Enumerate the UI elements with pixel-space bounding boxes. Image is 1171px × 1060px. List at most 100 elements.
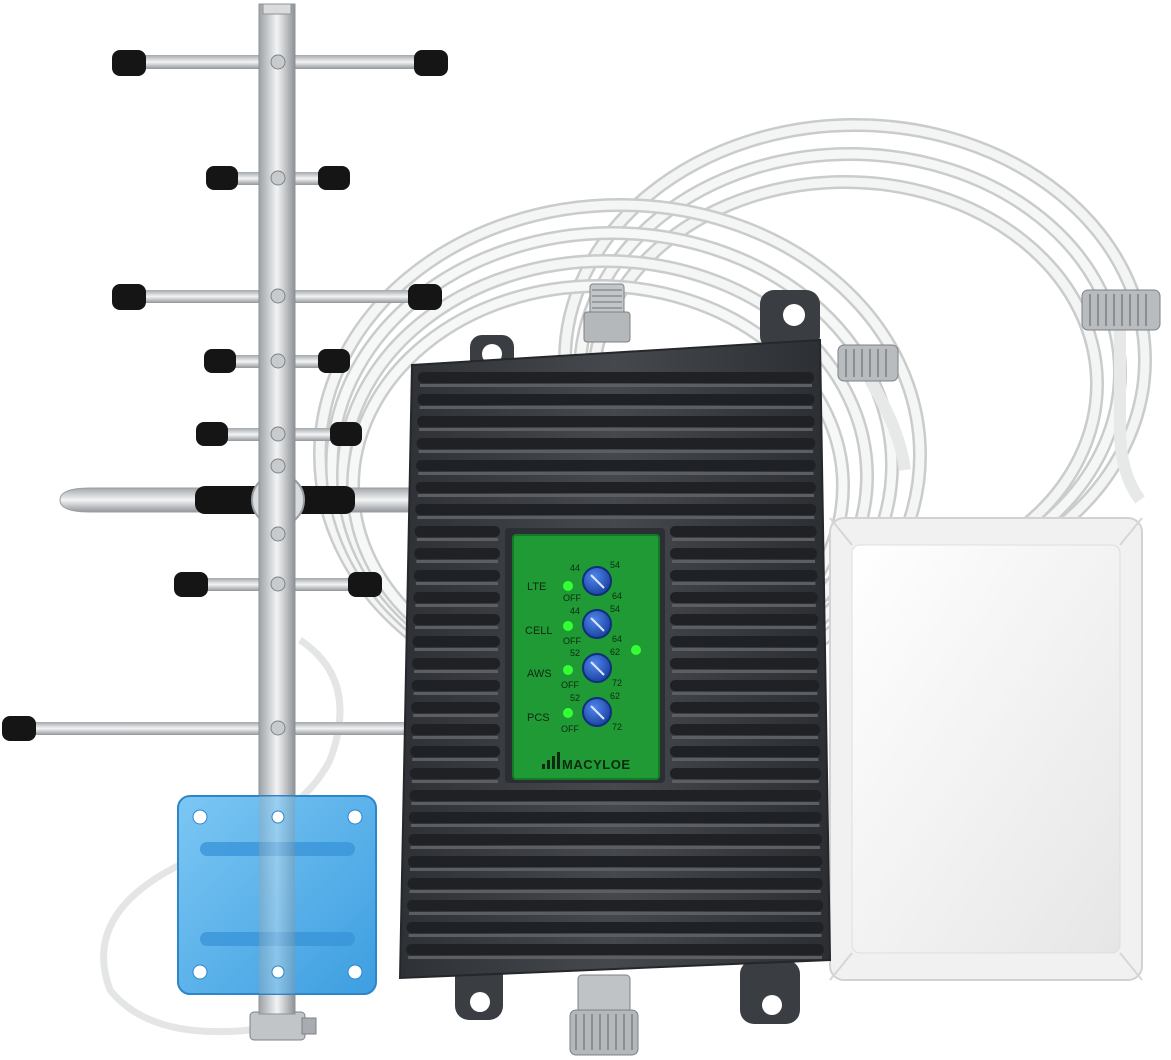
heat-sink-fin-highlight	[672, 758, 819, 761]
n-connector-middle	[837, 344, 899, 382]
off-label: OFF	[561, 680, 579, 690]
heat-sink-fin	[418, 372, 814, 383]
heat-sink-fin	[412, 658, 500, 669]
heat-sink-fin-highlight	[419, 428, 813, 431]
gain-dial[interactable]	[582, 653, 612, 683]
status-led	[563, 708, 573, 718]
heat-sink-fin	[412, 614, 500, 625]
heat-sink-fin	[413, 592, 500, 603]
heat-sink-fin-highlight	[415, 582, 498, 585]
heat-sink-fin	[670, 702, 820, 713]
heat-sink-fin	[406, 944, 824, 955]
heat-sink-fin	[670, 680, 820, 691]
status-led	[563, 665, 573, 675]
heat-sink-fin	[414, 526, 500, 537]
heat-sink-fin-highlight	[417, 494, 814, 497]
heat-sink-fin-highlight	[417, 516, 815, 519]
status-led	[563, 581, 573, 591]
gain-mid-label: 54	[610, 560, 620, 570]
gain-dial[interactable]	[582, 609, 612, 639]
yagi-outdoor-antenna	[2, 3, 448, 1015]
gain-dial[interactable]	[582, 566, 612, 596]
heat-sink-fin	[415, 482, 816, 493]
heat-sink-fin-highlight	[672, 714, 818, 717]
heat-sink-fin-highlight	[409, 912, 822, 915]
band-control-lte: LTE 44 54 64 OFF	[527, 560, 622, 603]
heat-sink-fin-highlight	[416, 538, 498, 541]
heat-sink-fin	[417, 416, 815, 427]
heat-sink-fin	[409, 768, 500, 779]
off-label: OFF	[563, 593, 581, 603]
heat-sink-fin	[407, 878, 823, 889]
heat-sink-fin-highlight	[672, 604, 816, 607]
band-label: LTE	[527, 581, 546, 593]
gain-dial[interactable]	[582, 697, 612, 727]
top-sma-connector	[583, 283, 631, 343]
gain-min-label: 52	[570, 693, 580, 703]
sma-connector-bottom	[249, 1011, 317, 1041]
gain-mid-label: 62	[610, 647, 620, 657]
band-control-pcs: PCS 52 62 72 OFF	[527, 691, 622, 734]
off-label: OFF	[561, 724, 579, 734]
heat-sink-fin-highlight	[409, 890, 821, 893]
heat-sink-fin-highlight	[672, 560, 816, 563]
mounting-bracket	[177, 795, 377, 995]
heat-sink-fin-highlight	[418, 450, 814, 453]
heat-sink-fin	[407, 900, 824, 911]
heat-sink-fin	[409, 790, 822, 801]
heat-sink-fin	[670, 614, 819, 625]
heat-sink-fin-highlight	[413, 714, 498, 717]
gain-max-label: 72	[612, 678, 622, 688]
brand-name: MACYLOE	[562, 757, 631, 772]
heat-sink-fin-highlight	[416, 560, 498, 563]
gain-mid-label: 62	[610, 691, 620, 701]
heat-sink-fin	[670, 592, 818, 603]
heat-sink-fin-highlight	[412, 758, 498, 761]
heat-sink-fin	[407, 856, 823, 867]
heat-sink-fin	[670, 636, 819, 647]
gain-max-label: 72	[612, 722, 622, 732]
heat-sink-fin-highlight	[672, 780, 819, 783]
band-label: CELL	[525, 625, 553, 637]
heat-sink-fin-highlight	[672, 648, 817, 651]
heat-sink-fin-highlight	[408, 956, 822, 959]
heat-sink-fin	[670, 746, 821, 757]
band-control-cell: CELL 44 54 64 OFF	[525, 604, 622, 646]
heat-sink-fin-highlight	[411, 780, 498, 783]
heat-sink-fin	[410, 724, 500, 735]
heat-sink-fin	[670, 768, 821, 779]
heat-sink-fin	[416, 460, 816, 471]
heat-sink-fin-highlight	[672, 692, 818, 695]
heat-sink-fin-highlight	[672, 670, 817, 673]
heat-sink-fin	[413, 570, 500, 581]
band-label: AWS	[527, 668, 552, 680]
heat-sink-fin	[670, 570, 818, 581]
status-led	[563, 621, 573, 631]
heat-sink-fin	[412, 636, 500, 647]
heat-sink-fin-highlight	[420, 384, 812, 387]
n-connector-right	[1081, 289, 1161, 331]
heat-sink-fin-highlight	[411, 802, 820, 805]
band-label: PCS	[527, 712, 550, 724]
heat-sink-fin-highlight	[672, 582, 816, 585]
heat-sink-fin	[670, 658, 819, 669]
heat-sink-fin-highlight	[410, 824, 820, 827]
power-led	[631, 645, 641, 655]
heat-sink-fin	[414, 548, 500, 559]
heat-sink-fin	[408, 834, 822, 845]
heat-sink-fin	[670, 724, 821, 735]
heat-sink-fin-highlight	[414, 648, 498, 651]
heat-sink-fin-highlight	[409, 868, 821, 871]
heat-sink-fin	[406, 922, 824, 933]
heat-sink-fin-highlight	[413, 692, 498, 695]
heat-sink-fin-highlight	[418, 472, 814, 475]
signal-booster-amplifier: LTE 44 54 64 OFF CELL 44 54 64 OFF	[398, 283, 832, 1056]
heat-sink-fin	[408, 812, 822, 823]
gain-max-label: 64	[612, 634, 622, 644]
heat-sink-fin	[670, 526, 817, 537]
heat-sink-fin-highlight	[419, 406, 813, 409]
brand-logo: MACYLOE	[542, 752, 631, 772]
heat-sink-fin	[411, 680, 500, 691]
indoor-panel-antenna	[829, 517, 1143, 981]
